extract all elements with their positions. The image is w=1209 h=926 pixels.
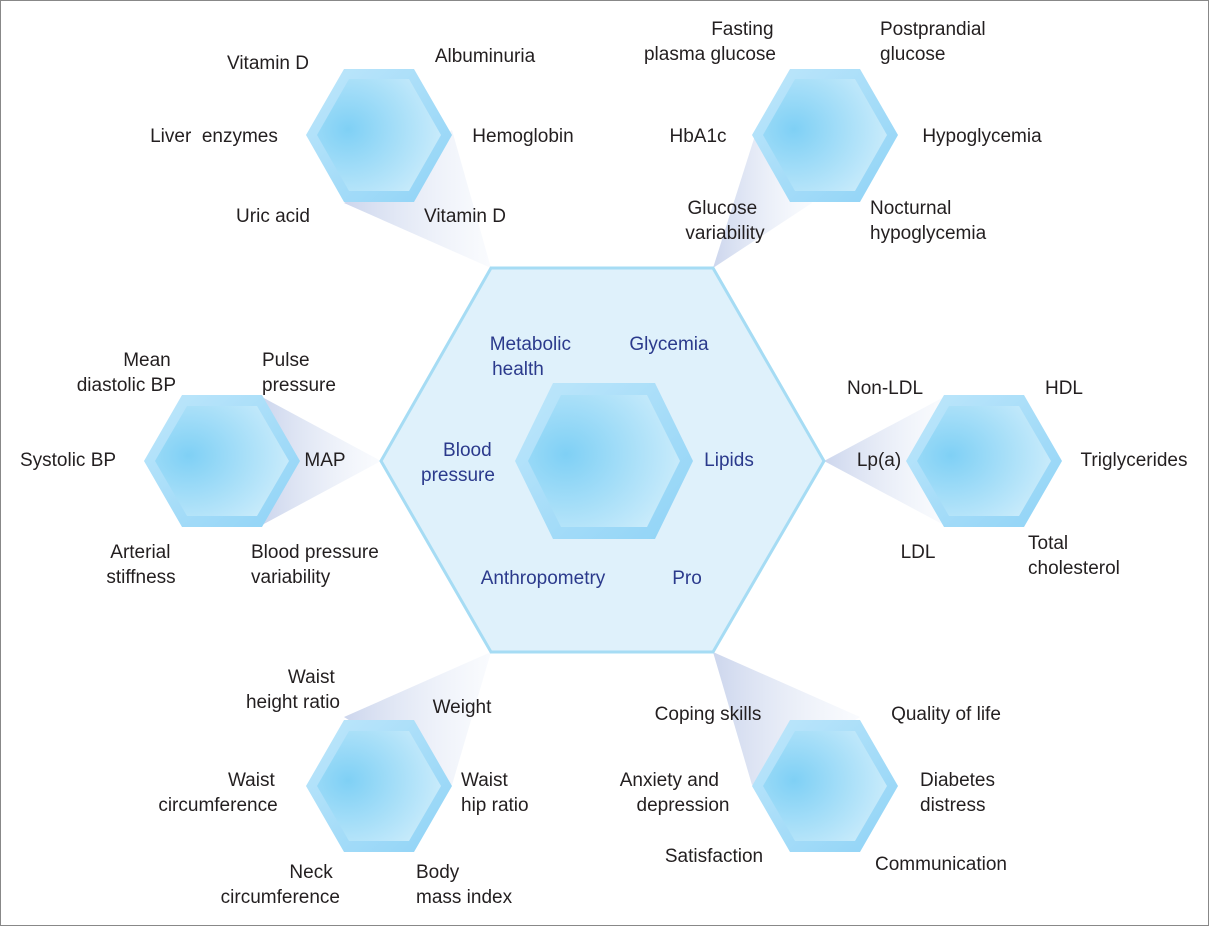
hexagon-bp <box>144 395 300 527</box>
label-liver-enzymes: Liver enzymes <box>150 126 278 147</box>
label-vitamin-d-top: Vitamin D <box>227 53 309 74</box>
label-metabolic-health: Metabolic health <box>490 334 577 380</box>
label-anthropometry: Anthropometry <box>481 568 606 589</box>
label-communication: Communication <box>875 854 1007 875</box>
anthro-labels: Waist height ratio Weight Waist circumfe… <box>158 667 528 908</box>
label-satisfaction: Satisfaction <box>665 846 763 867</box>
cone-lipids <box>824 397 944 525</box>
center-labels: Metabolic health Glycemia Blood pressure… <box>421 334 754 589</box>
hexagon-anthro <box>306 720 452 852</box>
label-postprandial-glucose: Postprandial glucose <box>880 19 991 65</box>
hexagon-metabolic <box>306 69 452 202</box>
label-coping-skills: Coping skills <box>655 704 762 725</box>
hexagon-glycemia <box>752 69 898 202</box>
cone-anthro <box>344 652 491 785</box>
label-pulse-pressure: Pulse pressure <box>262 350 336 396</box>
label-map: MAP <box>304 450 345 471</box>
cone-bp <box>262 397 381 525</box>
label-non-ldl: Non-LDL <box>847 378 923 399</box>
label-arterial-stiffness: Arterial stiffness <box>106 542 175 588</box>
label-hypoglycemia: Hypoglycemia <box>922 126 1042 147</box>
label-total-cholesterol: Total cholesterol <box>1028 533 1120 579</box>
label-waist-hip-ratio: Waist hip ratio <box>461 770 529 816</box>
label-lipids: Lipids <box>704 450 754 471</box>
label-waist-circumference: Waist circumference <box>158 770 280 816</box>
label-neck-circumference: Neck circumference <box>221 862 340 908</box>
cone-pro <box>713 652 860 785</box>
hexagon-center-inner <box>515 383 693 539</box>
label-hba1c: HbA1c <box>669 126 726 147</box>
label-nocturnal-hypoglycemia: Nocturnal hypoglycemia <box>870 198 987 244</box>
label-weight: Weight <box>433 697 493 718</box>
label-vitamin-d-bottom: Vitamin D <box>424 206 506 227</box>
label-hemoglobin: Hemoglobin <box>472 126 573 147</box>
label-mean-diastolic-bp: Mean diastolic BP <box>77 350 176 396</box>
label-body-mass-index: Body mass index <box>416 862 513 908</box>
pro-labels: Coping skills Quality of life Anxiety an… <box>620 704 1007 875</box>
label-bp-variability: Blood pressure variability <box>251 542 384 588</box>
metabolic-labels: Vitamin D Albuminuria Liver enzymes Hemo… <box>150 46 574 227</box>
hexagon-lipids <box>906 395 1062 527</box>
hexagon-pro <box>752 720 898 852</box>
label-blood-pressure: Blood pressure <box>421 440 497 486</box>
label-quality-of-life: Quality of life <box>891 704 1001 725</box>
label-glucose-variability: Glucose variability <box>685 198 765 244</box>
cone-metabolic <box>344 130 491 268</box>
glycemia-labels: Fasting plasma glucose Postprandial gluc… <box>644 19 1042 244</box>
label-triglycerides: Triglycerides <box>1081 450 1188 471</box>
label-uric-acid: Uric acid <box>236 206 310 227</box>
label-anxiety-depression: Anxiety and depression <box>620 770 730 816</box>
label-diabetes-distress: Diabetes distress <box>920 770 1000 816</box>
label-fasting-plasma-glucose: Fasting plasma glucose <box>644 19 779 65</box>
bp-labels: Mean diastolic BP Pulse pressure Systoli… <box>20 350 384 588</box>
label-glycemia: Glycemia <box>629 334 709 355</box>
label-lpa: Lp(a) <box>857 450 901 471</box>
label-waist-height-ratio: Waist height ratio <box>246 667 340 713</box>
connector-cones <box>262 126 944 785</box>
label-systolic-bp: Systolic BP <box>20 450 116 471</box>
small-hexagons <box>144 69 1062 852</box>
cone-glycemia <box>713 126 812 268</box>
label-ldl: LDL <box>901 542 936 563</box>
lipids-labels: Non-LDL HDL Lp(a) Triglycerides LDL Tota… <box>847 378 1188 579</box>
label-pro: Pro <box>672 568 702 589</box>
label-albuminuria: Albuminuria <box>435 46 536 67</box>
label-hdl: HDL <box>1045 378 1083 399</box>
